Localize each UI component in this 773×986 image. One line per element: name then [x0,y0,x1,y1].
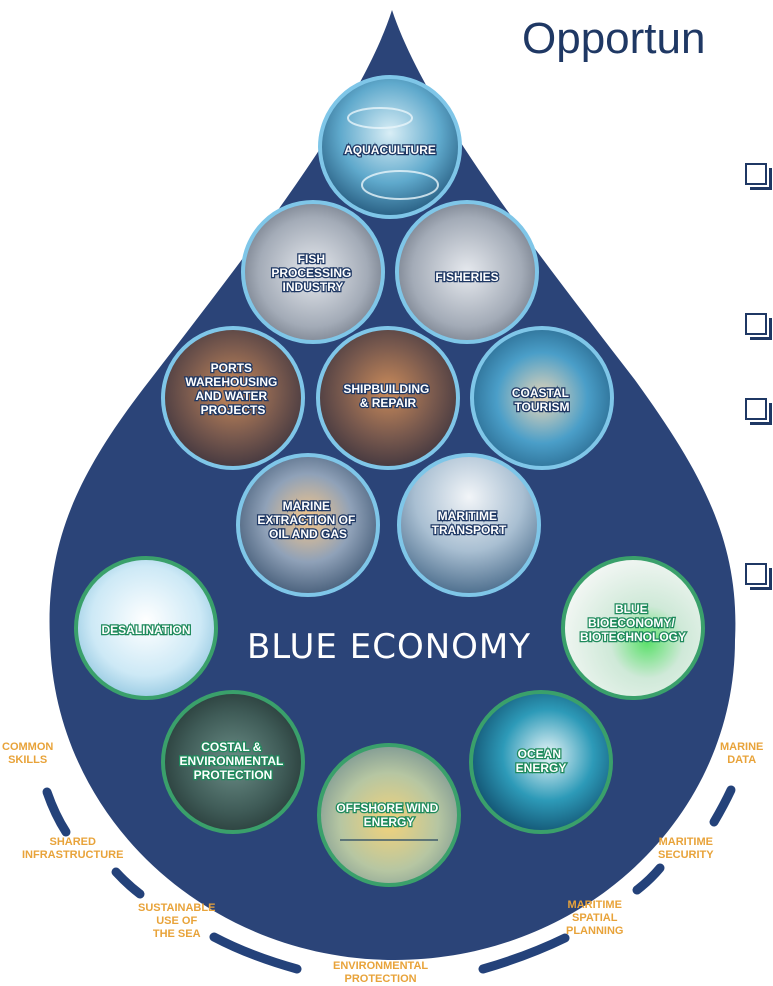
label-line: COMMON [2,741,54,753]
label-line: TRANSPORT [432,523,507,537]
label-line: OFFSHORE WIND [336,801,438,815]
label-line: PROCESSING [271,266,351,280]
label-fisheries: FISHERIES [435,270,498,284]
checkbox-bullet-icon [745,398,772,425]
cross-cutting-common-skills: COMMON SKILLS [2,741,53,767]
cross-cutting-maritime-security: MARITIME SECURITY [658,836,714,862]
outer-dashed-ring [42,785,736,974]
label-fish-processing: FISH PROCESSING INDUSTRY [271,252,354,294]
center-label: BLUE ECONOMY [247,627,531,667]
label-line: PLANNING [566,925,624,937]
label-line: THE SEA [152,928,201,940]
sector-maritime-transport: MARITIME TRANSPORT [397,453,541,597]
ring-dash [478,933,570,974]
label-line: FISHERIES [435,270,498,284]
sector-ports: PORTS WAREHOUSING AND WATER PROJECTS [161,326,305,470]
label-line: MARINE [283,499,330,513]
label-maritime-transport: MARITIME TRANSPORT [432,509,507,537]
label-line: EXTRACTION OF [257,513,355,527]
label-ocean-energy: OCEAN ENERGY [516,747,567,775]
label-line: BLUE [615,602,648,616]
label-line: SHARED [49,836,96,848]
cross-cutting-environmental-protection: ENVIRONMENTAL PROTECTION [333,960,428,986]
checkbox-bullet-icon [745,563,772,590]
label-costal-protection: COSTAL & ENVIRONMENTAL PROTECTION [180,740,287,782]
label-line: PORTS [211,361,252,375]
label-line: PROTECTION [344,973,417,985]
label-line: MARITIME [438,509,497,523]
label-blue-bioeconomy: BLUE BIOECONOMY/ BIOTECHNOLOGY [580,602,686,644]
cross-cutting-shared-infrastructure: SHARED INFRASTRUCTURE [22,836,123,862]
sector-ocean-energy: OCEAN ENERGY [469,690,613,834]
cross-cutting-sustainable-use: SUSTAINABLE USE OF THE SEA [138,902,215,941]
label-line: BIOTECHNOLOGY [580,630,686,644]
checkbox-bullet-icon [745,313,772,340]
label-line: AND WATER [195,389,267,403]
label-line: MARITIME [567,899,622,911]
label-line: COASTAL [512,386,569,400]
sector-shipbuilding: SHIPBUILDING & REPAIR [316,326,460,470]
label-line: PROTECTION [194,768,273,782]
sector-blue-bioeconomy: BLUE BIOECONOMY/ BIOTECHNOLOGY [561,556,705,700]
ring-dash [111,867,145,899]
label-line: SPATIAL [572,912,618,924]
label-line: INFRASTRUCTURE [22,849,124,861]
label-line: WAREHOUSING [185,375,277,389]
cross-cutting-marine-data: MARINE DATA [720,741,763,767]
ring-dash [632,863,665,895]
sector-offshore-wind: OFFSHORE WIND ENERGY [317,743,461,887]
label-line: MARITIME [658,836,713,848]
label-line: AQUACULTURE [344,143,436,157]
label-line: BIOECONOMY/ [588,616,675,630]
label-line: ENVIRONMENTAL [333,960,429,972]
checkbox-bullet-icon [745,163,772,190]
label-offshore-wind: OFFSHORE WIND ENERGY [336,801,441,829]
label-line: SUSTAINABLE [138,902,216,914]
label-line: PROJECTS [201,403,266,417]
label-marine-extraction: MARINE EXTRACTION OF OIL AND GAS [257,499,358,541]
sector-coastal-tourism: COASTAL TOURISM [470,326,614,470]
label-line: DATA [727,754,757,766]
sector-marine-extraction: MARINE EXTRACTION OF OIL AND GAS [236,453,380,597]
label-line: FISH [298,252,325,266]
label-line: OIL AND GAS [269,527,347,541]
label-line: ENERGY [516,761,567,775]
sector-costal-protection: COSTAL & ENVIRONMENTAL PROTECTION [161,690,305,834]
label-desalination: DESALINATION [101,623,190,637]
label-line: & REPAIR [360,396,417,410]
label-line: ENVIRONMENTAL [180,754,284,768]
label-line: DESALINATION [101,623,190,637]
label-line: SECURITY [658,849,714,861]
label-aquaculture: AQUACULTURE [344,143,436,157]
label-line: COSTAL & [201,740,262,754]
label-line: MARINE [720,741,764,753]
ring-dash [709,785,736,827]
label-line: SKILLS [8,754,48,766]
sector-desalination: DESALINATION [74,556,218,700]
slide-title: Opportun [522,14,706,63]
sector-aquaculture: AQUACULTURE [318,75,462,219]
label-line: OCEAN [518,747,561,761]
label-coastal-tourism: COASTAL TOURISM [512,386,572,414]
label-line: ENERGY [364,815,415,829]
label-line: USE OF [156,915,198,927]
label-shipbuilding: SHIPBUILDING & REPAIR [343,382,432,410]
label-line: SHIPBUILDING [343,382,429,396]
label-ports: PORTS WAREHOUSING AND WATER PROJECTS [185,361,280,417]
ring-dash [209,932,302,974]
label-line: TOURISM [514,400,569,414]
cross-cutting-maritime-spatial-planning: MARITIME SPATIAL PLANNING [566,899,623,938]
label-line: INDUSTRY [283,280,344,294]
ring-dash [42,787,71,837]
sector-fisheries: FISHERIES [395,200,539,344]
sector-fish-processing: FISH PROCESSING INDUSTRY [241,200,385,344]
